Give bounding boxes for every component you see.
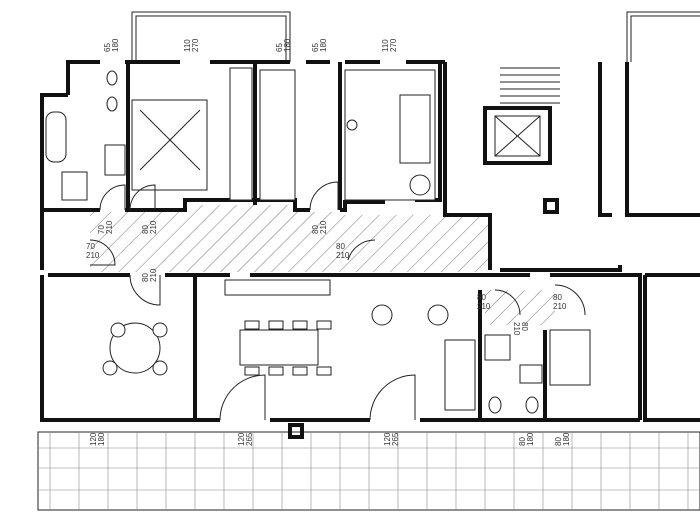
dining-furniture bbox=[102, 279, 591, 414]
chair-icon bbox=[292, 320, 308, 330]
top-balcony bbox=[131, 11, 700, 62]
armchair-icon bbox=[427, 304, 449, 326]
chair-icon bbox=[316, 366, 332, 376]
bedroom-furniture bbox=[131, 67, 436, 201]
dim-bottom-5: 80 180 bbox=[554, 432, 571, 446]
dim-top-2: 110 270 bbox=[183, 37, 200, 52]
stair-core bbox=[483, 67, 560, 214]
chair-icon bbox=[268, 366, 284, 376]
chair-icon bbox=[316, 320, 332, 330]
walls bbox=[40, 60, 700, 439]
sideboard-icon bbox=[224, 279, 331, 296]
dim-top-5: 110 270 bbox=[381, 37, 398, 52]
shower-icon bbox=[484, 334, 511, 361]
doors bbox=[89, 181, 586, 421]
dim-top-1: 65 180 bbox=[103, 38, 120, 52]
dim-bottom-3: 120 265 bbox=[383, 430, 400, 446]
bidet-icon bbox=[106, 96, 118, 112]
chair-icon bbox=[292, 366, 308, 376]
dim-door-1: 70 210 bbox=[97, 220, 114, 234]
dim-door-6: 80 210 bbox=[141, 268, 158, 282]
dim-door-2: 80 210 bbox=[141, 220, 158, 234]
toilet-icon bbox=[106, 70, 118, 86]
bathtub-icon bbox=[45, 111, 67, 163]
sofa-icon bbox=[399, 94, 431, 164]
chair-icon bbox=[244, 366, 260, 376]
dim-door-3: 80 210 bbox=[311, 220, 328, 234]
dim-top-3: 65 180 bbox=[275, 38, 292, 52]
desk-icon bbox=[549, 329, 591, 386]
wardrobe-icon bbox=[229, 67, 253, 201]
dimension-labels: 65 180 110 270 65 180 65 180 110 270 70 … bbox=[86, 37, 571, 446]
chair-icon bbox=[268, 320, 284, 330]
dim-top-4: 65 180 bbox=[311, 38, 328, 52]
kitchen-hatch bbox=[485, 290, 555, 325]
sofa-icon bbox=[444, 339, 476, 411]
dim-bottom-1: 120 180 bbox=[89, 430, 106, 446]
dining-table-icon bbox=[239, 329, 319, 366]
dim-bottom-2: 120 265 bbox=[237, 430, 254, 446]
sink-icon bbox=[104, 144, 126, 176]
bidet-icon bbox=[525, 396, 539, 414]
bottom-terrace bbox=[37, 431, 700, 511]
corridor-hatch bbox=[90, 205, 490, 272]
dim-door-9: 80 210 bbox=[512, 322, 529, 336]
chair-icon bbox=[244, 320, 260, 330]
shower-icon bbox=[61, 171, 88, 201]
dim-bottom-4: 80 180 bbox=[518, 432, 535, 446]
toilet-icon bbox=[488, 396, 502, 414]
bathroom-fixtures bbox=[45, 70, 126, 201]
armchair-icon bbox=[371, 304, 393, 326]
sink-icon bbox=[519, 364, 543, 384]
desk-icon bbox=[259, 69, 296, 201]
